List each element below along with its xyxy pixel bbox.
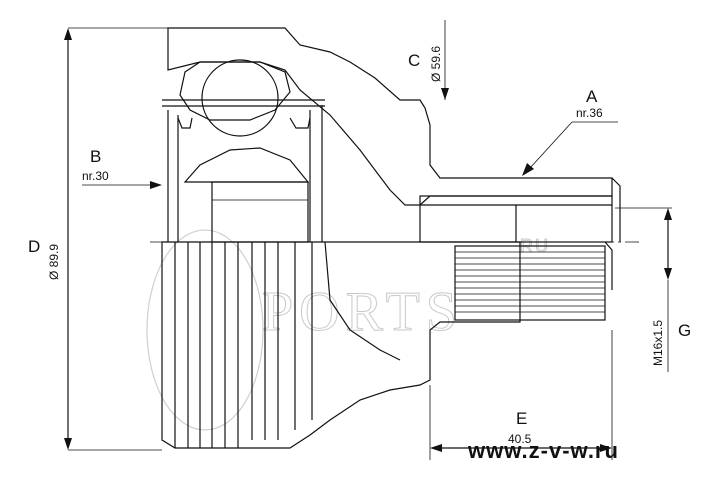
label-e-letter: E: [516, 409, 527, 428]
label-g-letter: G: [678, 321, 691, 340]
callout-b: B nr.30: [82, 147, 162, 189]
label-d-value: Ø 89.9: [47, 244, 61, 280]
label-a-letter: A: [586, 87, 598, 106]
dimension-c: C Ø 59.6: [408, 20, 449, 100]
label-a-value: nr.36: [576, 106, 603, 120]
upper-section: [162, 27, 621, 243]
ball-bearing: [201, 59, 279, 137]
label-b-value: nr.30: [82, 169, 109, 183]
callout-a: A nr.36: [522, 87, 618, 176]
dimension-e: E 40.5: [429, 330, 613, 460]
label-g-value: M16x1.5: [651, 320, 665, 366]
label-b-letter: B: [90, 147, 101, 166]
label-d-letter: D: [28, 237, 40, 256]
label-c-value: Ø 59.6: [429, 46, 443, 82]
watermark: PORTS RU: [146, 229, 549, 431]
dimension-g: G M16x1.5: [615, 207, 691, 372]
watermark-brand: PORTS: [262, 281, 463, 343]
lower-view: [161, 241, 613, 449]
label-e-value: 40.5: [508, 432, 532, 446]
label-c-letter: C: [408, 51, 420, 70]
dimension-d: D Ø 89.9: [28, 27, 168, 451]
website-url: www.z-v-w.ru: [467, 438, 619, 463]
